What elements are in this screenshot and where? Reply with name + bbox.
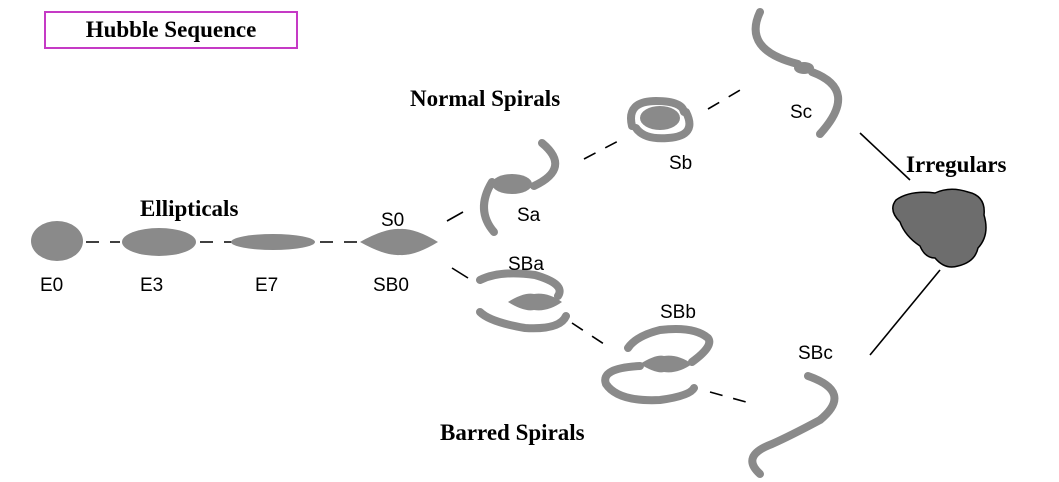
normal-spirals-label: Normal Spirals (410, 86, 560, 111)
galaxy-irregular (893, 189, 986, 267)
type-label-sba: SBa (508, 254, 544, 275)
irregulars-group: Irregulars (893, 152, 1007, 267)
ellipticals-label: Ellipticals (140, 196, 238, 221)
galaxy-e7 (231, 234, 315, 250)
lenticular-group: S0 SB0 (360, 210, 438, 296)
galaxy-sbc (752, 376, 834, 474)
barred-spirals-label: Barred Spirals (440, 420, 585, 445)
type-label-s0: S0 (381, 210, 404, 231)
galaxy-e0 (31, 221, 83, 261)
type-label-sa: Sa (517, 205, 541, 226)
barred-spirals-group: Barred Spirals SBa SBb SBc (440, 254, 834, 474)
normal-spirals-group: Normal Spirals Sa Sb Sc (410, 12, 838, 232)
connector-sba-sbb (572, 323, 610, 348)
connector-sbc-irregulars (870, 270, 940, 355)
galaxy-sbb (605, 329, 709, 400)
connector-sc-irregulars (860, 133, 910, 180)
galaxy-sb (631, 101, 689, 138)
galaxy-sba (480, 273, 566, 328)
connector-sa-sb (584, 138, 624, 159)
type-label-e3: E3 (140, 275, 163, 296)
connector-sb-sc (708, 89, 742, 109)
connector-sb0-sba (452, 268, 468, 278)
type-label-sb0: SB0 (373, 275, 409, 296)
galaxy-s0 (360, 229, 438, 255)
type-label-e7: E7 (255, 275, 278, 296)
type-label-e0: E0 (40, 275, 63, 296)
type-label-sb: Sb (669, 153, 692, 174)
type-label-sc: Sc (790, 102, 812, 123)
connector-sbb-sbc (710, 392, 746, 402)
irregulars-label: Irregulars (906, 152, 1007, 177)
galaxy-e3 (122, 228, 196, 256)
ellipticals-group: Ellipticals E0 E3 E7 (31, 196, 315, 296)
type-label-sbc: SBc (798, 343, 833, 364)
connector-s0-sa (447, 212, 463, 221)
type-label-sbb: SBb (660, 302, 696, 323)
